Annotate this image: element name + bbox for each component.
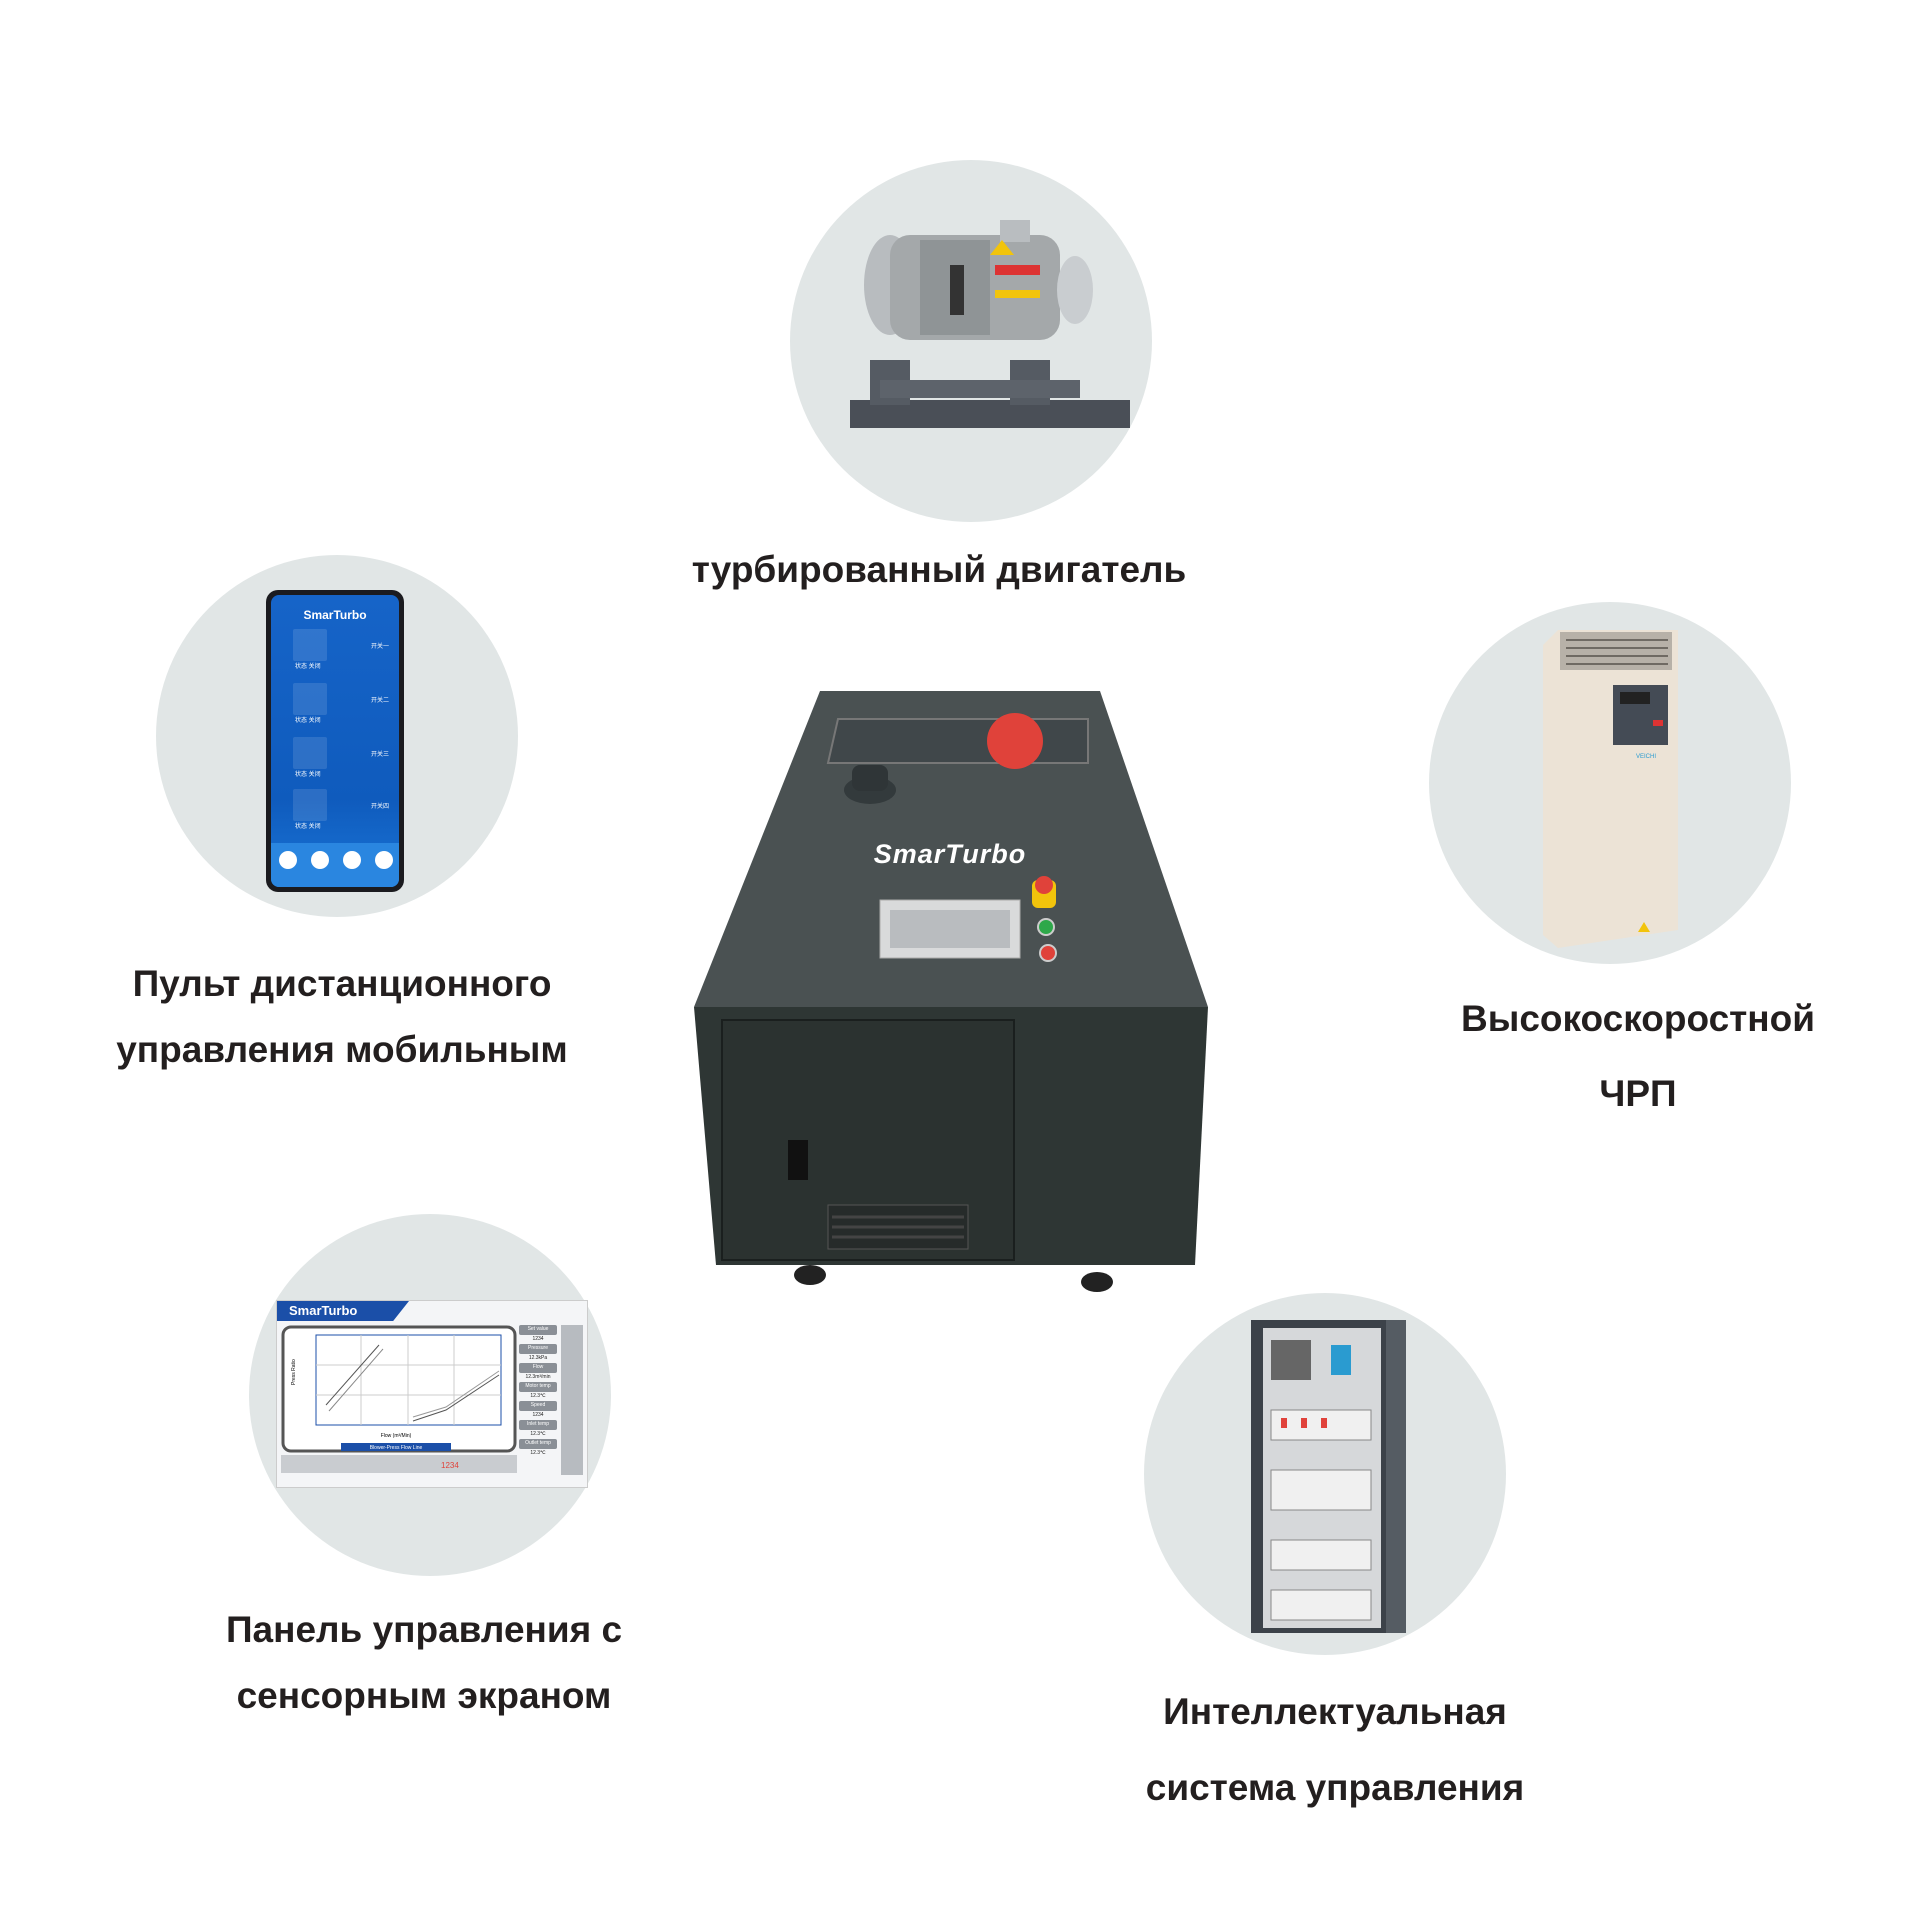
readout-value: 1234 (532, 1335, 544, 1342)
readout-value: 12.3kPa (528, 1354, 548, 1361)
turbo-motor-image (850, 220, 1130, 428)
clock-icon (311, 851, 329, 869)
readout-key: Motor temp (519, 1382, 557, 1392)
switch-icon (293, 629, 327, 661)
vfd-label-line2: ЧРП (1599, 1073, 1677, 1114)
readout-key: Inlet temp (519, 1420, 557, 1430)
hmi-nav-bar (561, 1325, 583, 1475)
mobile-remote-label-line2: управления мобильным (116, 1029, 568, 1070)
clock-icon (279, 851, 297, 869)
switch-icon (293, 737, 327, 769)
switch-name: 开关四 (371, 804, 390, 810)
phone-switch-row: 状态 关闭 开关四 (293, 789, 393, 833)
hmi-counter: 1234 (441, 1461, 459, 1470)
settings-icon (375, 851, 393, 869)
touch-panel-label-line1: Панель управления с (225, 1609, 623, 1650)
hmi-title: SmarTurbo (277, 1301, 409, 1321)
switch-state: 状态 关闭 (295, 824, 321, 830)
readout-key: Set value (519, 1325, 557, 1335)
switch-state: 状态 关闭 (295, 664, 321, 670)
turbo-motor-label: турбированный двигатель (691, 549, 1187, 590)
hmi-screen-image: SmarTurbo Press Ratio Flow (m³/Min) Blow… (276, 1300, 588, 1488)
phone-switch-row: 状态 关闭 开关一 (293, 629, 393, 673)
vfd-label-line1: Высокоскоростной (1461, 998, 1815, 1039)
mobile-phone-image: SmarTurbo 状态 关闭 开关一 状态 关闭 开关二 状态 关闭 开关三 … (266, 590, 404, 892)
touch-panel-label-line2: сенсорным экраном (236, 1675, 612, 1716)
readout-value: 12.3℃ (530, 1430, 546, 1437)
svg-text:VEICHI: VEICHI (1636, 754, 1656, 760)
machine-brand: SmarTurbo (874, 839, 1027, 869)
mobile-remote-label-line1: Пульт дистанционного (132, 963, 552, 1004)
hmi-chart-title: Blower-Press Flow Line (370, 1445, 423, 1451)
hmi-y-label: Press Ratio (291, 1359, 297, 1385)
turbo-motor-circle (790, 160, 1152, 522)
control-system-label-line2: система управления (1145, 1767, 1525, 1808)
switch-name: 开关二 (371, 698, 390, 704)
switch-icon (293, 789, 327, 821)
readout-key: Outlet temp (519, 1439, 557, 1449)
switch-name: 开关三 (371, 752, 390, 758)
phone-switch-row: 状态 关闭 开关二 (293, 683, 393, 727)
switch-state: 状态 关闭 (295, 718, 321, 724)
control-cabinet-image (1251, 1320, 1406, 1633)
readout-value: 12.3m³/min (525, 1373, 551, 1380)
hmi-chart: Press Ratio Flow (m³/Min) Blower-Press F… (281, 1325, 517, 1473)
readout-key: Pressure (519, 1344, 557, 1354)
vfd-image: VEICHI (1543, 630, 1678, 948)
readout-value: 12.3℃ (530, 1392, 546, 1399)
readout-key: Flow (519, 1363, 557, 1373)
phone-screen: SmarTurbo 状态 关闭 开关一 状态 关闭 开关二 状态 关闭 开关三 … (271, 595, 399, 887)
switch-icon (293, 683, 327, 715)
smarturbo-machine: SmarTurbo (694, 691, 1208, 1292)
readout-key: Speed (519, 1401, 557, 1411)
switch-state: 状态 关闭 (295, 772, 321, 778)
control-system-label-line1: Интеллектуальная (1163, 1691, 1507, 1732)
switch-name: 开关一 (371, 644, 390, 650)
phone-app-title: SmarTurbo (303, 608, 367, 622)
readout-value: 12.3℃ (530, 1449, 546, 1456)
hmi-x-label: Flow (m³/Min) (381, 1433, 412, 1439)
phone-bottom-bar (271, 843, 399, 887)
readout-value: 1234 (532, 1411, 544, 1418)
hourglass-icon (343, 851, 361, 869)
phone-switch-row: 状态 关闭 开关三 (293, 737, 393, 781)
